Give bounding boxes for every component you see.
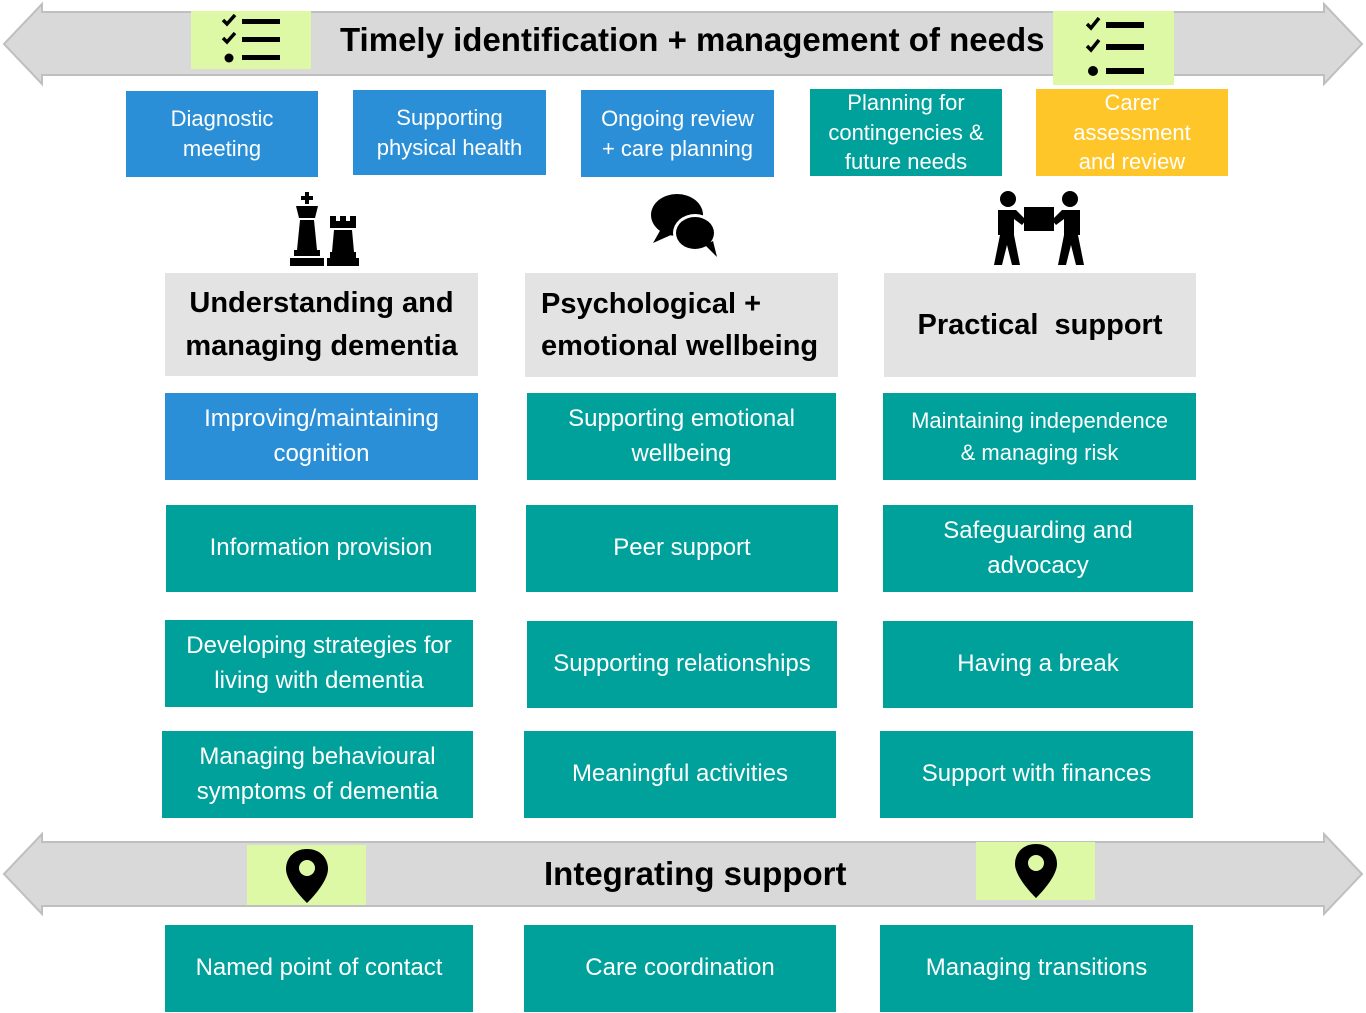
top-box-planning-contingencies: Planning for contingencies & future need… [810, 89, 1002, 176]
top-banner-title: Timely identification + management of ne… [340, 21, 1045, 58]
item-maintaining-independence: Maintaining independence & managing risk [883, 393, 1196, 480]
item-having-a-break: Having a break [883, 621, 1193, 708]
top-box-diagnostic-meeting: Diagnostic meeting [126, 91, 318, 177]
top-box-supporting-physical-health: Supporting physical health [353, 90, 546, 175]
item-supporting-relationships: Supporting relationships [527, 621, 837, 708]
column-header-psychological-wellbeing: Psychological + emotional wellbeing [525, 273, 838, 377]
people-carrying-box-icon [994, 191, 1084, 265]
chess-pieces-icon [290, 192, 359, 266]
top-arrow-banner [2, 1, 1364, 87]
bottom-box-managing-transitions: Managing transitions [880, 925, 1193, 1012]
item-developing-strategies: Developing strategies for living with de… [165, 620, 473, 707]
item-peer-support: Peer support [526, 505, 838, 592]
item-information-provision: Information provision [166, 505, 476, 592]
top-box-ongoing-review: Ongoing review + care planning [581, 90, 774, 177]
location-pin-icon [1015, 844, 1057, 898]
item-meaningful-activities: Meaningful activities [524, 731, 836, 818]
bottom-box-named-point-of-contact: Named point of contact [165, 925, 473, 1012]
item-safeguarding-advocacy: Safeguarding and advocacy [883, 505, 1193, 592]
speech-bubbles-icon [651, 194, 717, 257]
column-header-practical-support: Practical support [884, 273, 1196, 377]
item-improving-cognition: Improving/maintaining cognition [165, 393, 478, 480]
top-box-carer-assessment: Carer assessment and review [1036, 89, 1228, 176]
location-pin-icon [286, 849, 328, 903]
item-support-with-finances: Support with finances [880, 731, 1193, 818]
column-header-understanding-dementia: Understanding and managing dementia [165, 273, 478, 376]
bottom-banner-title: Integrating support [544, 855, 847, 892]
item-supporting-emotional-wellbeing: Supporting emotional wellbeing [527, 393, 836, 480]
item-managing-behavioural-symptoms: Managing behavioural symptoms of dementi… [162, 731, 473, 818]
bottom-box-care-coordination: Care coordination [524, 925, 836, 1012]
checklist-icon [221, 14, 280, 63]
checklist-icon [1085, 16, 1144, 76]
